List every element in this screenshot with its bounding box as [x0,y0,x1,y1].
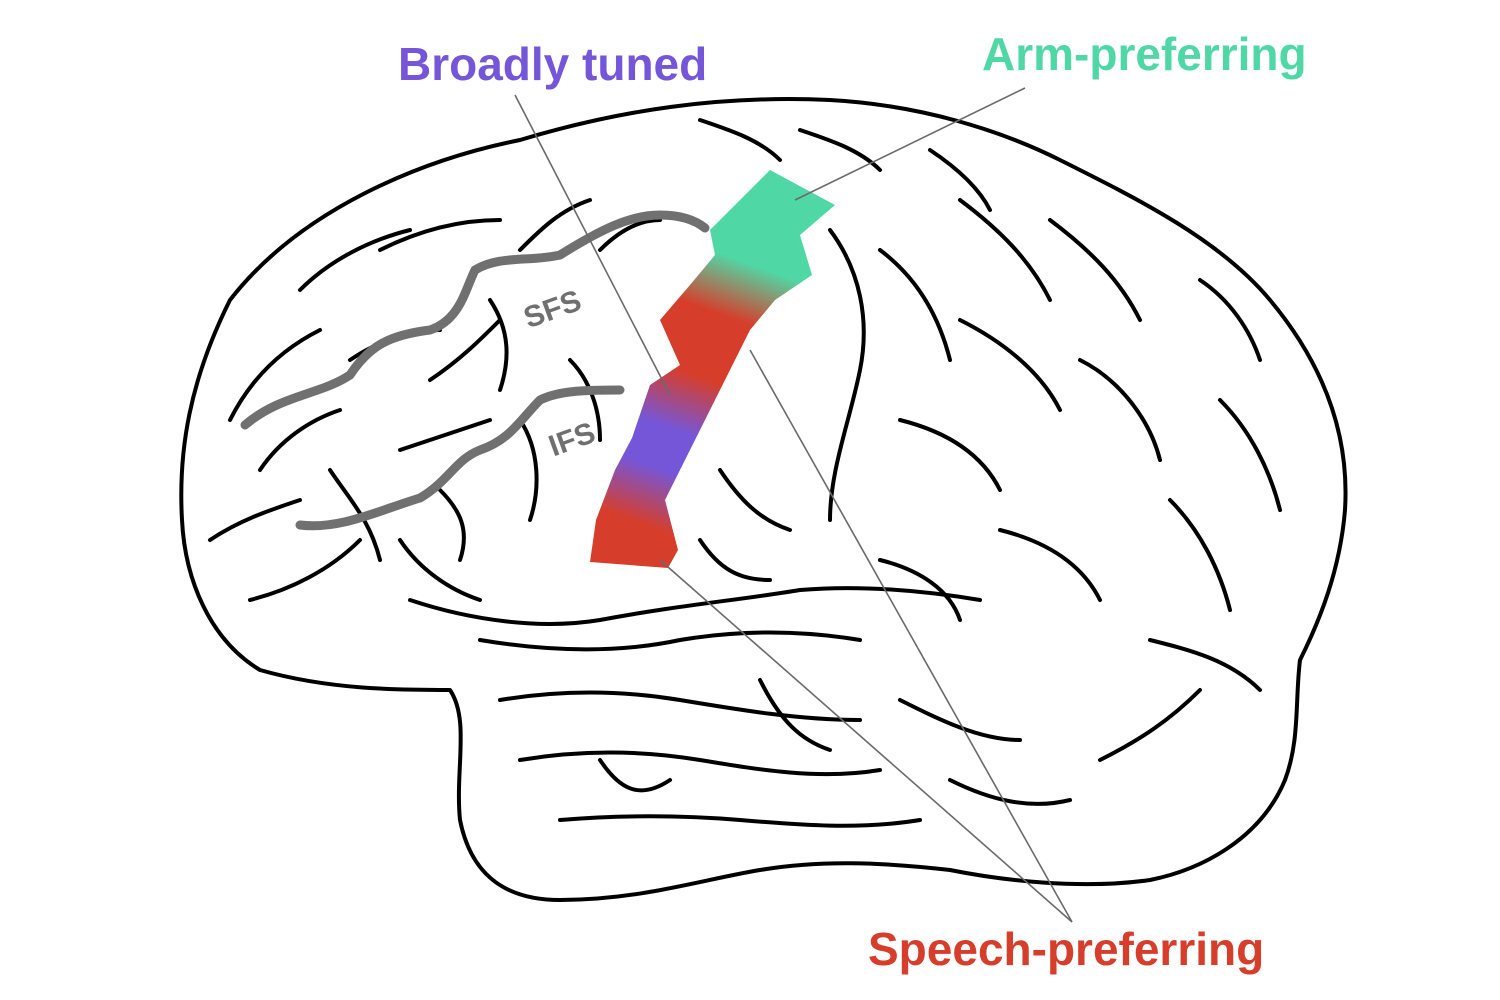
ifs-line [295,385,625,531]
brain-outline [179,97,1348,902]
leader-arm-preferring [794,87,1026,201]
ifs-label: IFS [544,416,599,463]
leader-broadly-tuned [514,94,671,396]
leader-speech-1 [749,349,1073,923]
sfs-line [240,210,710,430]
gyri-lines [208,118,1282,828]
arm-preferring-label: Arm-preferring [982,28,1307,80]
broadly-tuned-label: Broadly tuned [398,38,707,90]
motor-strip-region [590,170,835,568]
speech-preferring-label: Speech-preferring [868,923,1264,975]
leader-speech-2 [659,559,1073,923]
sfs-label: SFS [520,284,586,335]
leader-lines [514,87,1073,923]
frontal-sulci [240,210,710,531]
